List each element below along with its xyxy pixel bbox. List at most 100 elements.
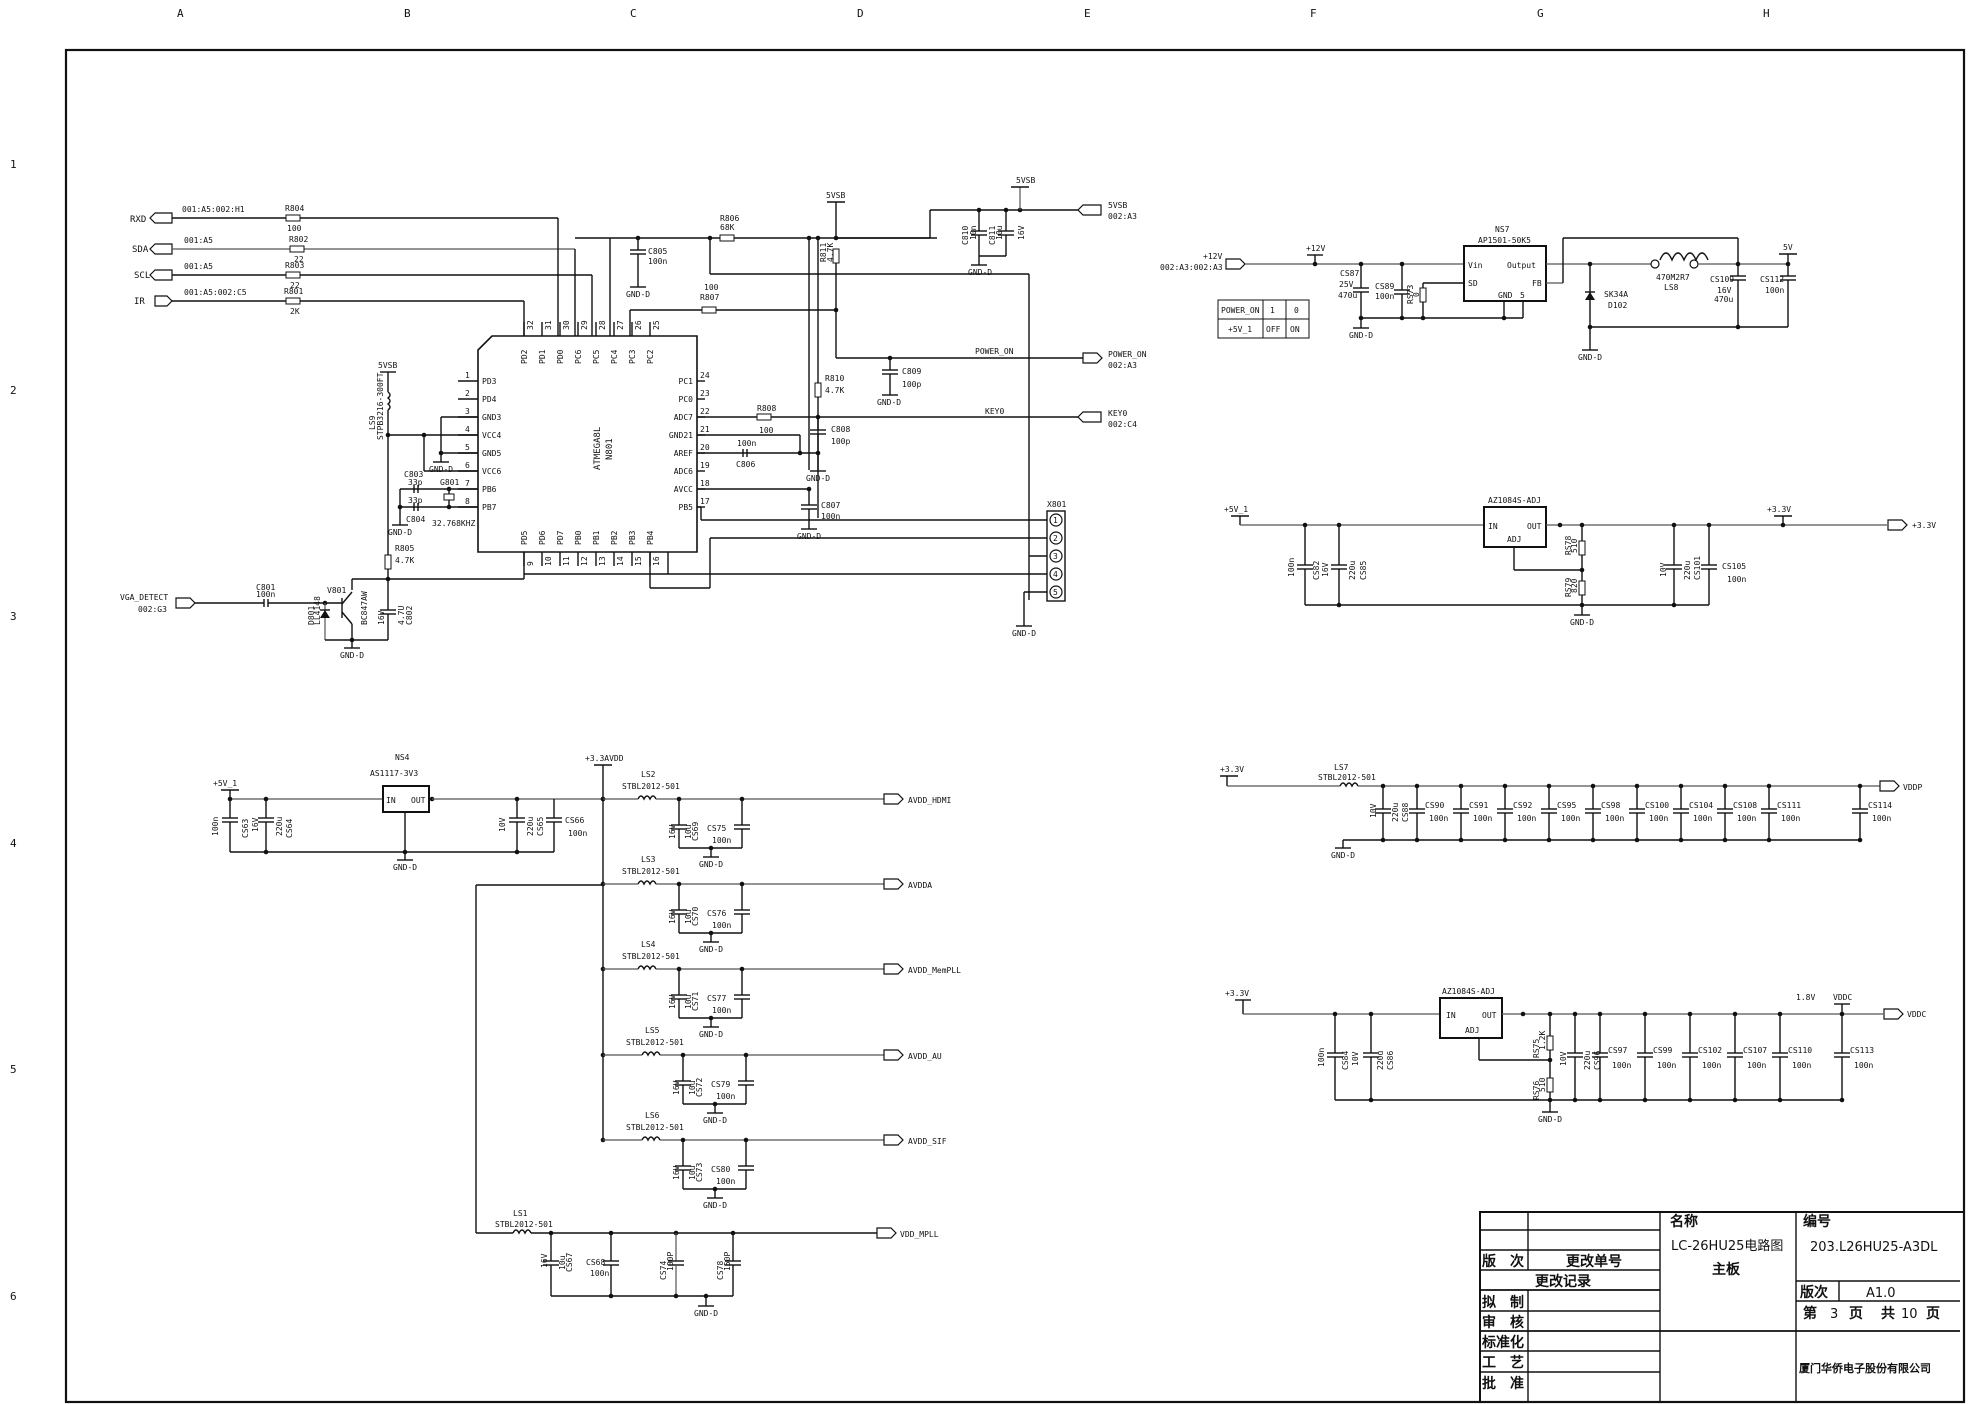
ref-label: CS96 xyxy=(1593,1051,1602,1070)
value-label: 100n xyxy=(1649,814,1668,823)
pin-num: 26 xyxy=(634,320,643,330)
ic-ref: NS7 xyxy=(1495,225,1510,234)
pin-num: 8 xyxy=(465,497,470,506)
voltage-label: 16V xyxy=(251,817,260,832)
ref-label: CS82 xyxy=(1312,561,1321,580)
resistor-rs75 xyxy=(1546,1035,1554,1051)
port-rxd[interactable] xyxy=(149,212,173,224)
resistor-r804 xyxy=(285,214,301,222)
pin-name: PB6 xyxy=(482,485,497,494)
page-number: 3 xyxy=(1830,1307,1838,1322)
ref-label: CS104 xyxy=(1689,801,1713,810)
net-label: 5V xyxy=(1783,243,1793,252)
gnd-label: GND-D xyxy=(806,474,830,483)
port-avdd-au[interactable] xyxy=(883,1049,904,1061)
mcu-part: ATMEGA8L xyxy=(593,427,603,470)
port-label: VGA_DETECT xyxy=(120,593,168,602)
value-label: 100n xyxy=(1727,575,1746,584)
ref-label: CS86 xyxy=(1386,1051,1395,1070)
port-scl[interactable] xyxy=(149,269,173,281)
col-label: G xyxy=(1537,7,1544,20)
voltage-label: 16V xyxy=(668,994,677,1009)
ref-label: C808 xyxy=(831,425,850,434)
port-label: VDDC xyxy=(1907,1010,1926,1019)
pin-name: GND3 xyxy=(482,413,501,422)
pin-name: PC4 xyxy=(610,349,619,364)
value-label: 100p xyxy=(831,437,850,446)
ref-label: LS4 xyxy=(641,940,656,949)
value-label: 470u xyxy=(1338,291,1357,300)
value-label: 100n xyxy=(1781,814,1800,823)
port-key0[interactable] xyxy=(1077,411,1102,423)
pin-name: VCC6 xyxy=(482,467,501,476)
pin-name: PC5 xyxy=(592,349,601,364)
gnd-label: GND-D xyxy=(388,528,412,537)
port-label: RXD xyxy=(130,215,146,225)
port-3v3[interactable] xyxy=(1887,519,1908,531)
ref-label: CS65 xyxy=(536,817,545,836)
port-5vsb[interactable] xyxy=(1077,204,1102,216)
gnd-label: GND-D xyxy=(429,465,453,474)
table-cell: OFF xyxy=(1266,325,1281,334)
ref-label: CS80 xyxy=(711,1165,730,1174)
page-text: 第 xyxy=(1803,1305,1817,1322)
value-label: 510 xyxy=(1570,538,1579,553)
value-label: 10u xyxy=(688,1080,697,1095)
row-label: 2 xyxy=(10,384,17,397)
port-ir[interactable] xyxy=(154,295,173,307)
value-label: 100n xyxy=(590,1269,609,1278)
ref-label: CS72 xyxy=(695,1078,704,1097)
port-sda[interactable] xyxy=(149,243,173,255)
pin-name: AREF xyxy=(674,449,693,458)
pin-name: GND21 xyxy=(669,431,693,440)
port-12v[interactable] xyxy=(1225,258,1246,270)
value-label: LL4148 xyxy=(313,596,322,625)
port-vddc[interactable] xyxy=(1883,1008,1904,1020)
pin-label: OUT xyxy=(1527,522,1542,531)
page-text: 页 xyxy=(1849,1306,1863,1322)
ref-label: CS89 xyxy=(1375,282,1394,291)
gnd-label: GND-D xyxy=(699,860,723,869)
ref-label: C804 xyxy=(406,515,425,524)
value-label: 100n xyxy=(1429,814,1448,823)
signoff-label: 批 准 xyxy=(1482,1375,1524,1392)
table-cell: 0 xyxy=(1294,306,1299,315)
ref-label: CS66 xyxy=(565,816,584,825)
gnd-label: GND-D xyxy=(340,651,364,660)
ic-ns6 xyxy=(1483,506,1547,548)
port-avdd-hdmi[interactable] xyxy=(883,793,904,805)
port-avdd-sif[interactable] xyxy=(883,1134,904,1146)
ic-part: AZ1084S-ADJ xyxy=(1442,987,1495,996)
pin-name: PC0 xyxy=(679,395,694,404)
signoff-label: 标准化 xyxy=(1481,1334,1524,1351)
voltage-label: 10V xyxy=(1369,803,1378,818)
value-label: 100n xyxy=(1375,292,1394,301)
ref-label: CS73 xyxy=(695,1163,704,1182)
ref-label: CS113 xyxy=(1850,1046,1874,1055)
voltage-label: 16V xyxy=(668,909,677,924)
port-avdd-mempll[interactable] xyxy=(883,963,904,975)
pin-num: 13 xyxy=(598,556,607,566)
ref-label: V801 xyxy=(327,586,346,595)
ref-label: CS79 xyxy=(711,1080,730,1089)
value-label: 100 xyxy=(759,426,774,435)
port-vddp[interactable] xyxy=(1879,780,1900,792)
port-avdda[interactable] xyxy=(883,878,904,890)
port-vdd-mpll[interactable] xyxy=(876,1227,897,1239)
ref-label: CS67 xyxy=(565,1253,574,1272)
ref-label: CS109 xyxy=(1710,275,1734,284)
ref-label: CS77 xyxy=(707,994,726,1003)
value-label: 100n xyxy=(1872,814,1891,823)
port-ref: 001:A5 xyxy=(184,262,213,271)
col-label: C xyxy=(630,7,637,20)
port-power-on[interactable] xyxy=(1082,352,1103,364)
signoff-label: 审 核 xyxy=(1482,1314,1524,1331)
value-label: 100n xyxy=(1517,814,1536,823)
port-ref: 002:A3 xyxy=(1108,212,1137,221)
port-vga-detect[interactable] xyxy=(175,597,196,609)
value-label: 220u xyxy=(526,817,535,836)
ref-label: R803 xyxy=(285,261,304,270)
ldo-ns5: +3.3V 100n CS84 10V 220u CS86 AZ1084S-AD… xyxy=(1225,987,1926,1124)
ref-label: CS110 xyxy=(1788,1046,1812,1055)
value-label: 100n xyxy=(1473,814,1492,823)
